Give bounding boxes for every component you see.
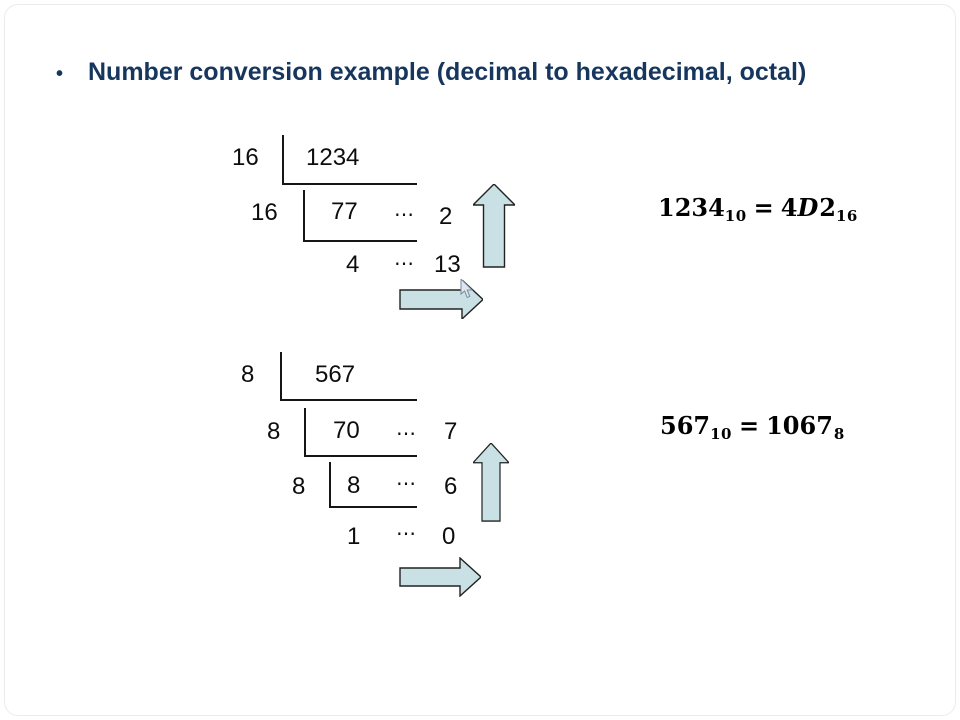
octal-remainder-row2: 7: [444, 418, 458, 445]
hex-dots-row2: ⋯: [394, 204, 415, 226]
hex-division-hline-1: [282, 183, 417, 185]
octal-division-vline-3: [329, 462, 331, 508]
formula-rhs-base: 16: [836, 207, 858, 225]
page-title: Number conversion example (decimal to he…: [88, 58, 807, 86]
formula-rhs-base: 8: [833, 425, 845, 443]
octal-division-hline-2: [304, 455, 417, 457]
hex-remainder-row3: 13: [434, 251, 461, 278]
octal-dividend: 567: [315, 361, 356, 388]
octal-divisor-row3: 8: [292, 473, 306, 500]
octal-dots-row3: ⋯: [396, 473, 417, 495]
hex-divisor-row2: 16: [251, 199, 278, 226]
formula-lhs-base: 10: [710, 425, 732, 443]
slide-title-row: • Number conversion example (decimal to …: [52, 58, 912, 87]
formula-lhs-base: 10: [724, 207, 747, 225]
octal-division-hline-3: [329, 506, 417, 508]
formula-rhs: 4: [780, 193, 798, 222]
up-arrow-icon: [473, 443, 509, 522]
octal-division-vline-2: [304, 408, 306, 456]
octal-remainder-row4: 0: [442, 523, 456, 550]
formula-rhs: 1067: [766, 411, 833, 440]
formula-lhs: 1234: [658, 193, 725, 222]
up-arrow-icon: [473, 184, 515, 268]
octal-divisor-row1: 8: [241, 361, 255, 388]
octal-division-vline-1: [280, 352, 282, 400]
octal-result-formula: 56710 =10678: [660, 411, 845, 443]
octal-division-hline-1: [280, 399, 417, 401]
octal-dots-row4: ⋯: [396, 523, 417, 545]
formula-lhs: 567: [660, 411, 711, 440]
octal-quotient-row4: 1: [347, 523, 361, 550]
mouse-cursor-icon: [460, 279, 474, 299]
equals-sign: =: [753, 193, 774, 222]
slide-border: [4, 4, 956, 716]
hex-division-hline-2: [303, 240, 417, 242]
hex-result-formula: 123410 =4D216: [658, 193, 858, 225]
formula-rhs-tail: 2: [819, 193, 836, 222]
right-arrow-icon: [399, 557, 481, 597]
hex-dots-row3: ⋯: [394, 253, 415, 275]
hex-division-vline-2: [303, 190, 305, 241]
octal-quotient-row3: 8: [347, 472, 361, 499]
hex-quotient-row3: 4: [346, 251, 360, 278]
bullet-icon: •: [56, 63, 64, 85]
octal-divisor-row2: 8: [267, 418, 281, 445]
octal-remainder-row3: 6: [444, 473, 458, 500]
hex-quotient-row2: 77: [331, 198, 358, 225]
hex-divisor-row1: 16: [232, 144, 259, 171]
hex-division-vline-1: [282, 135, 284, 184]
formula-rhs-letter: D: [797, 193, 819, 222]
equals-sign: =: [738, 411, 760, 440]
hex-remainder-row2: 2: [439, 203, 453, 230]
octal-quotient-row2: 70: [333, 417, 360, 444]
octal-dots-row2: ⋯: [396, 423, 417, 445]
hex-dividend: 1234: [306, 144, 360, 171]
